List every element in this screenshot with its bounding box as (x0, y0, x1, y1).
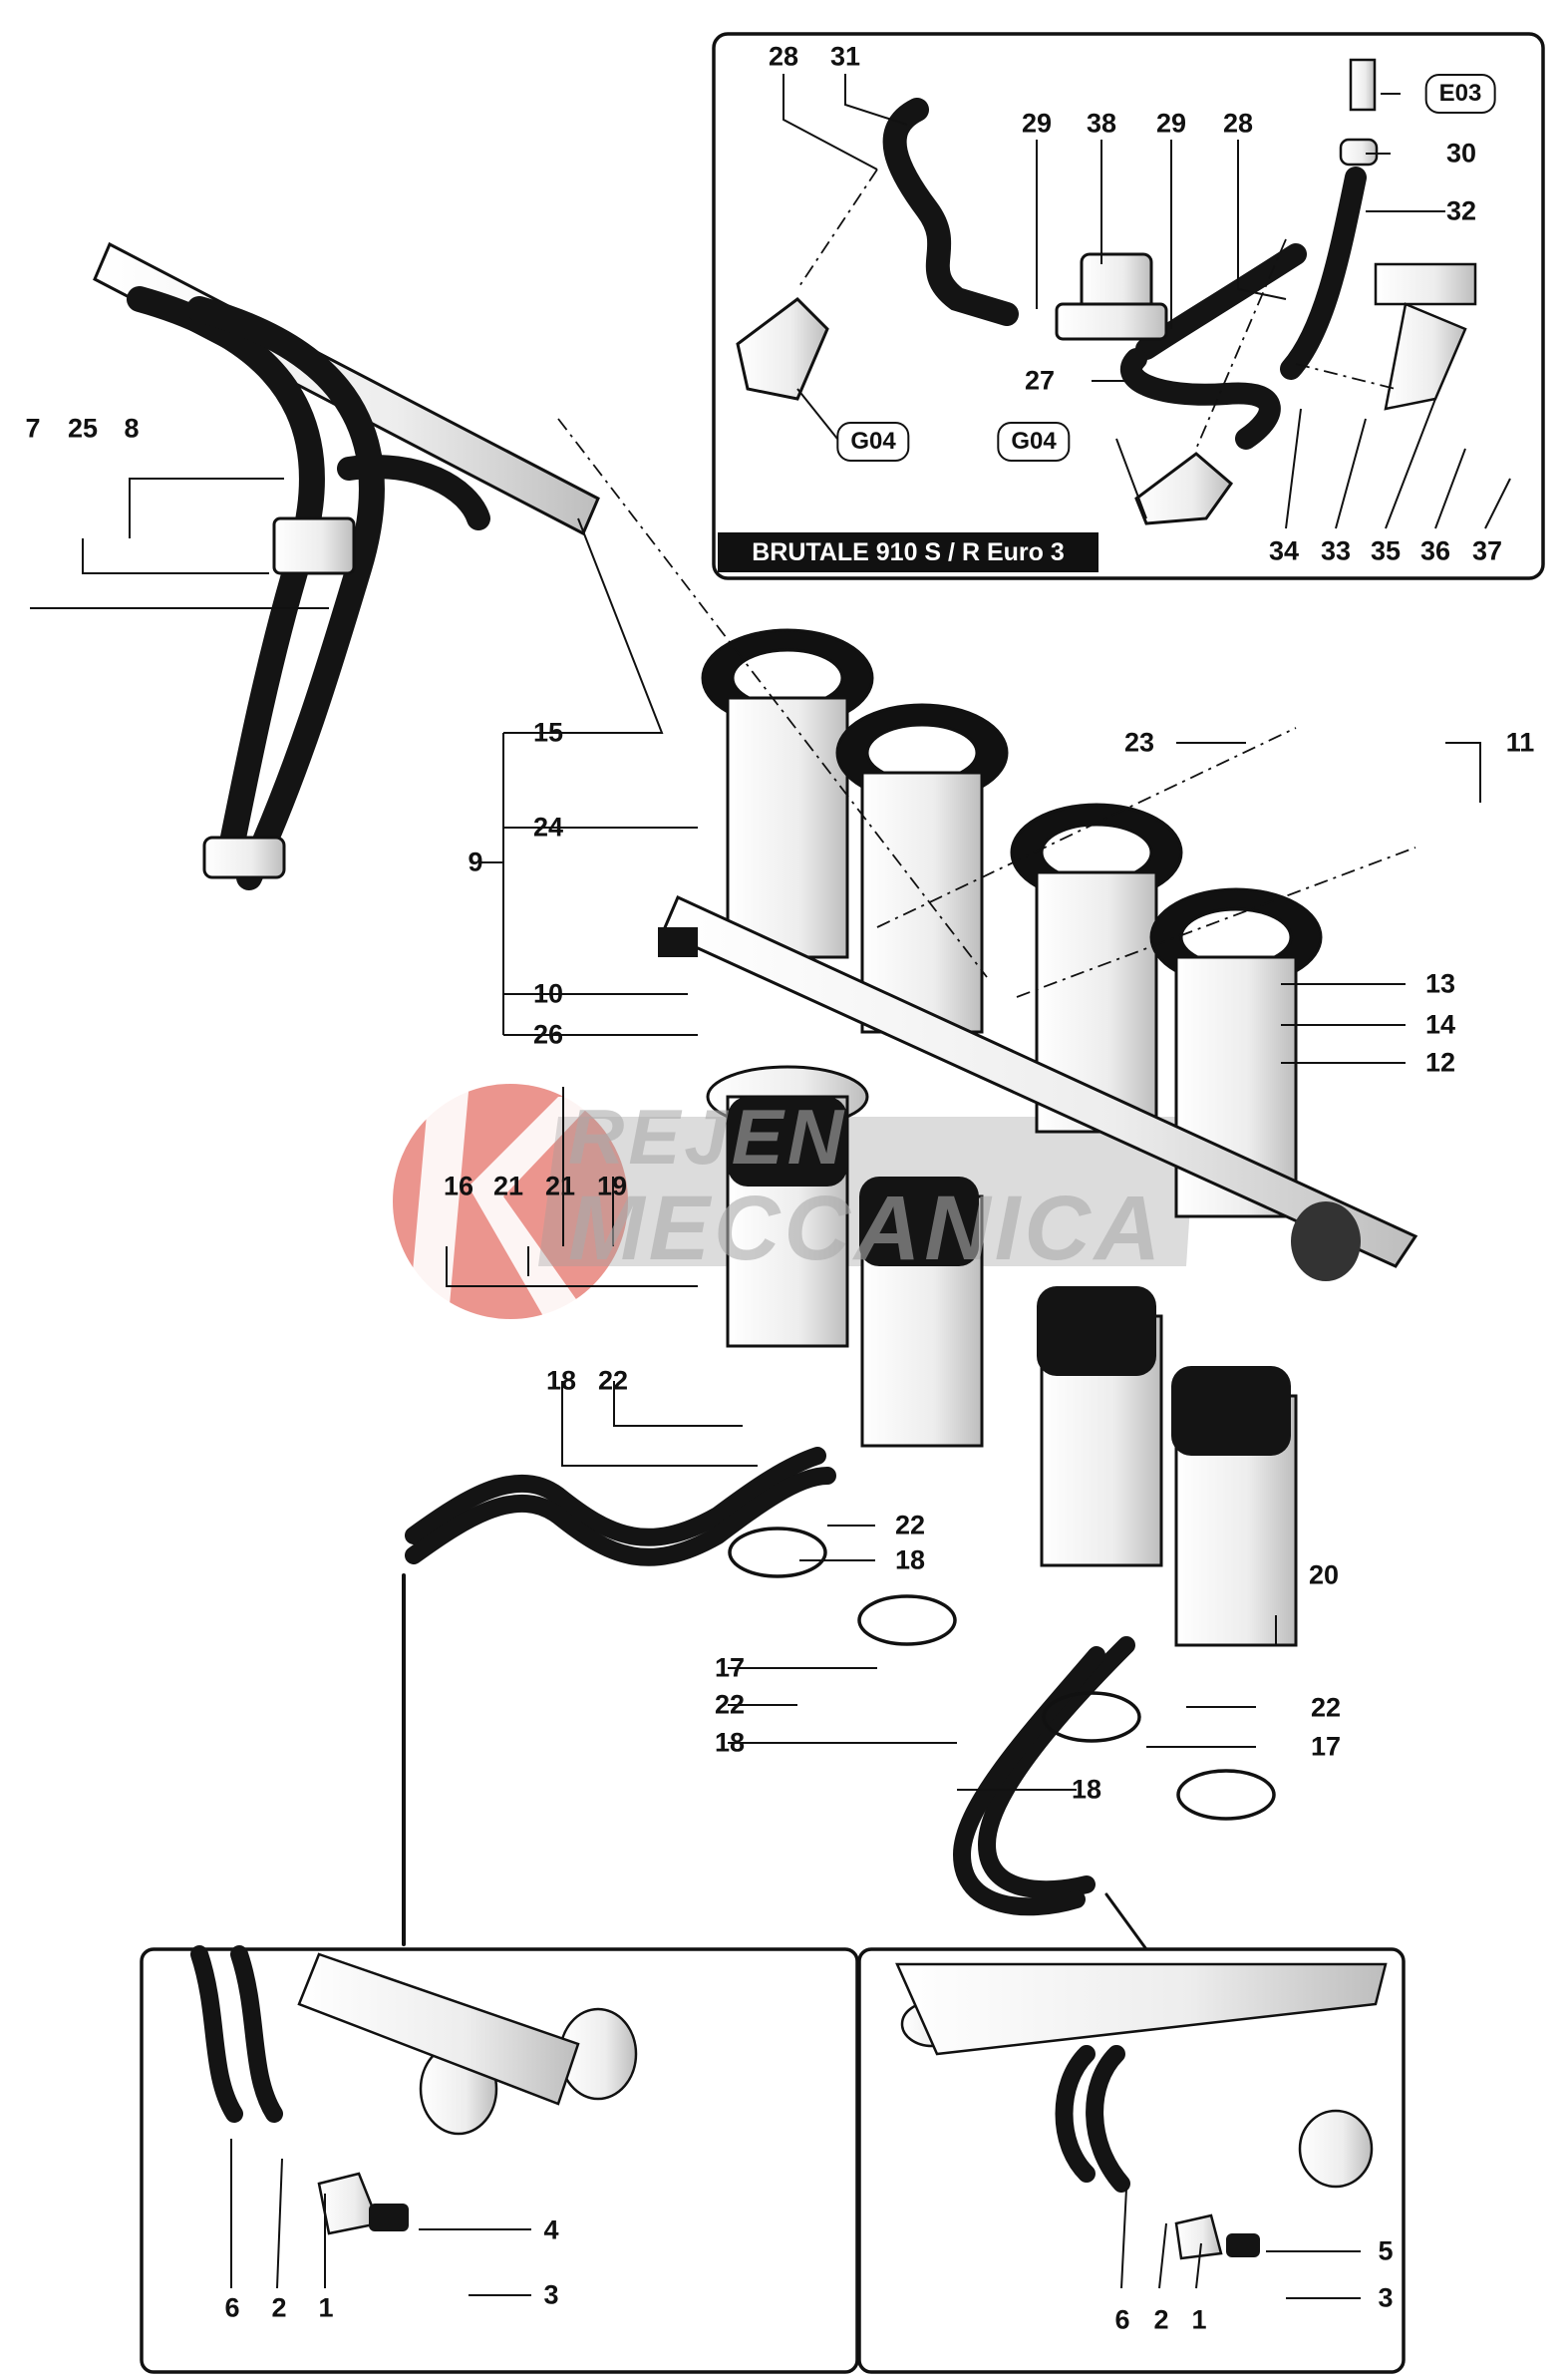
inset-panel (712, 32, 1545, 580)
o-rings (728, 1527, 1276, 1821)
callout-15: 15 (532, 717, 564, 748)
callout-6-right: 6 (1114, 2304, 1130, 2335)
callout-32: 32 (1445, 195, 1477, 226)
callout-14: 14 (1424, 1009, 1456, 1040)
callout-13: 13 (1424, 968, 1456, 999)
inset-model-title: BRUTALE 910 S / R Euro 3 (718, 532, 1098, 572)
callout-8: 8 (124, 413, 140, 444)
dashed-lines (557, 169, 1416, 998)
callout-10: 10 (532, 978, 564, 1009)
callout-3-right: 3 (1378, 2282, 1394, 2313)
callout-18d: 18 (1071, 1774, 1102, 1805)
callout-23: 23 (1123, 727, 1155, 758)
fuel-rail (93, 241, 600, 890)
callout-28: 28 (768, 41, 799, 72)
callout-18c: 18 (714, 1727, 746, 1758)
callout-2-left: 2 (271, 2292, 287, 2323)
callout-11: 11 (1505, 727, 1535, 758)
callout-37: 37 (1471, 535, 1503, 566)
callout-4-left: 4 (543, 2214, 559, 2245)
leader-lines (30, 478, 1481, 1791)
callout-24: 24 (532, 812, 564, 843)
callout-36: 36 (1419, 535, 1451, 566)
callout-19: 19 (596, 1171, 628, 1201)
callout-29b: 29 (1155, 108, 1187, 139)
callout-7: 7 (25, 413, 41, 444)
callout-35: 35 (1370, 535, 1402, 566)
callout-5-right: 5 (1378, 2235, 1394, 2266)
callout-22c: 22 (714, 1689, 746, 1720)
callout-21b: 21 (544, 1171, 576, 1201)
callout-26: 26 (532, 1019, 564, 1050)
callout-16: 16 (443, 1171, 474, 1201)
callout-9: 9 (468, 847, 483, 877)
callout-2-right: 2 (1153, 2304, 1169, 2335)
callout-1-left: 1 (318, 2292, 334, 2323)
callout-22d: 22 (1310, 1692, 1342, 1723)
callout-22b: 22 (894, 1510, 926, 1540)
callout-12: 12 (1424, 1047, 1456, 1078)
ref-badge-g04-left: G04 (836, 422, 910, 462)
detail-panel-right (857, 1947, 1406, 2374)
watermark-text-line1: REJEN (568, 1093, 848, 1181)
callout-25: 25 (67, 413, 99, 444)
callout-20: 20 (1308, 1559, 1340, 1590)
callout-38: 38 (1086, 108, 1117, 139)
callout-30: 30 (1445, 138, 1477, 169)
callout-3-left: 3 (543, 2279, 559, 2310)
watermark-text-line2: MECCANICA (568, 1178, 1165, 1279)
detail-panel-left (140, 1945, 859, 2374)
throttle-bodies (658, 628, 1418, 1647)
callout-34: 34 (1268, 535, 1300, 566)
callout-33: 33 (1320, 535, 1352, 566)
ref-badge-g04-right: G04 (997, 422, 1071, 462)
callout-21a: 21 (492, 1171, 524, 1201)
callout-1-right: 1 (1191, 2304, 1207, 2335)
callout-29: 29 (1021, 108, 1053, 139)
callout-28b: 28 (1222, 108, 1254, 139)
callout-31: 31 (829, 41, 861, 72)
callout-17a: 17 (714, 1652, 746, 1683)
callout-6-left: 6 (224, 2292, 240, 2323)
ref-badge-e03: E03 (1424, 74, 1496, 114)
callout-17b: 17 (1310, 1731, 1342, 1762)
callout-22a: 22 (597, 1365, 629, 1396)
callout-18b: 18 (894, 1544, 926, 1575)
callout-18a: 18 (545, 1365, 577, 1396)
callout-27: 27 (1024, 365, 1056, 396)
